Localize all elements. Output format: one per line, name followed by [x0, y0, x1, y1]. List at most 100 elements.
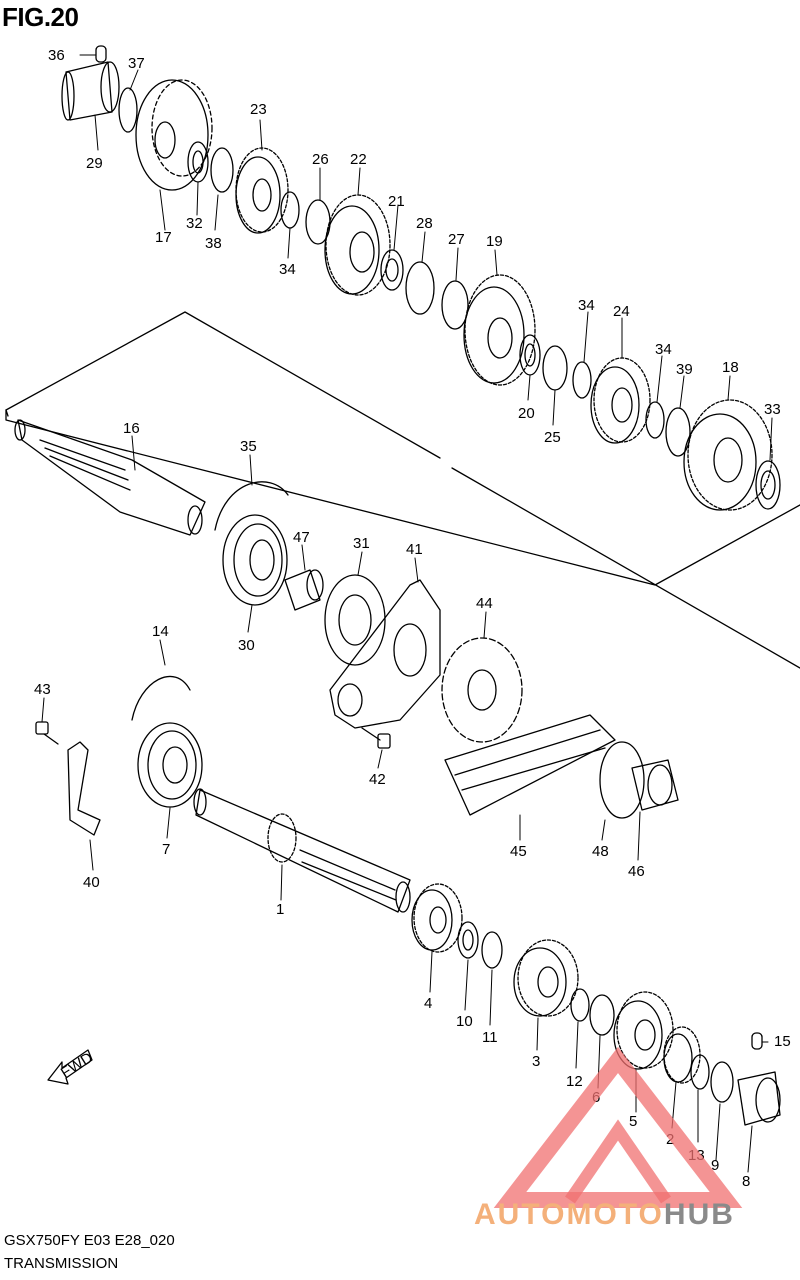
watermark-text-part2: HUB [663, 1198, 735, 1231]
part-34-circlip-b[interactable] [572, 361, 592, 399]
callout-45: 45 [510, 843, 527, 860]
callout-41: 41 [406, 541, 423, 558]
part-3-gear[interactable] [513, 939, 579, 1017]
callout-5: 5 [629, 1113, 637, 1130]
callout-31: 31 [353, 535, 370, 552]
part-47-spacer[interactable] [284, 569, 324, 611]
part-11-circlip[interactable] [481, 931, 503, 969]
part-16-countershaft[interactable] [14, 419, 206, 536]
callout-17: 17 [155, 229, 172, 246]
callout-20: 20 [518, 405, 535, 422]
part-24-gear[interactable] [590, 357, 651, 444]
callout-29: 29 [86, 155, 103, 172]
callout-42: 42 [369, 771, 386, 788]
callout-38: 38 [205, 235, 222, 252]
part-34-circlip-a[interactable] [280, 191, 300, 229]
part-25-washer[interactable] [542, 345, 568, 391]
part-27-washer[interactable] [441, 280, 469, 330]
callout-30: 30 [238, 637, 255, 654]
figure-title: FIG.20 [2, 2, 79, 32]
callout-28: 28 [416, 215, 433, 232]
part-22-gear[interactable] [324, 194, 391, 296]
callout-34-a: 34 [279, 261, 296, 278]
callout-46: 46 [628, 863, 645, 880]
part-30-bearing[interactable] [222, 514, 288, 606]
part-10-bushing[interactable] [457, 921, 479, 959]
part-15-pin[interactable] [751, 1032, 763, 1050]
callout-47: 47 [293, 529, 310, 546]
fwd-arrow-icon: FWD [47, 1049, 96, 1085]
part-42-bolt[interactable] [361, 727, 391, 749]
callout-19: 19 [486, 233, 503, 250]
callout-12: 12 [566, 1073, 583, 1090]
callout-40: 40 [83, 874, 100, 891]
callout-27: 27 [448, 231, 465, 248]
part-35-half-ring[interactable] [214, 481, 289, 531]
part-1-main-shaft[interactable] [193, 788, 411, 913]
part-4-gear[interactable] [411, 883, 463, 953]
callout-24: 24 [613, 303, 630, 320]
callout-33: 33 [764, 401, 781, 418]
callout-10: 10 [456, 1013, 473, 1030]
callout-39: 39 [676, 361, 693, 378]
callout-22: 22 [350, 151, 367, 168]
part-6-washer[interactable] [589, 994, 615, 1036]
part-21-bushing[interactable] [380, 249, 404, 291]
callout-43: 43 [34, 681, 51, 698]
part-44-sprocket[interactable] [441, 637, 523, 743]
callout-7: 7 [162, 841, 170, 858]
part-28-washer[interactable] [405, 261, 435, 315]
part-8-cap[interactable] [737, 1071, 781, 1126]
part-9-washer[interactable] [710, 1061, 734, 1103]
watermark-text-part1: AUTOMOTO [474, 1198, 664, 1231]
countershaft-group-frame [5, 311, 800, 669]
part-13-bushing[interactable] [690, 1054, 710, 1090]
part-38-washer[interactable] [210, 147, 234, 193]
part-46-nut[interactable] [631, 759, 679, 811]
callout-25: 25 [544, 429, 561, 446]
part-48-o-ring[interactable] [599, 741, 645, 819]
callout-1: 1 [276, 901, 284, 918]
part-20-bushing[interactable] [519, 334, 541, 376]
callout-18: 18 [722, 359, 739, 376]
part-33-bushing[interactable] [755, 460, 781, 510]
callout-16: 16 [123, 420, 140, 437]
callout-48: 48 [592, 843, 609, 860]
part-29-sleeve[interactable] [61, 61, 120, 121]
callout-44: 44 [476, 595, 493, 612]
callout-15: 15 [774, 1033, 791, 1050]
callout-3: 3 [532, 1053, 540, 1070]
callout-37: 37 [128, 55, 145, 72]
part-37-circlip[interactable] [118, 87, 138, 133]
callout-23: 23 [250, 101, 267, 118]
callout-32: 32 [186, 215, 203, 232]
part-18-gear[interactable] [683, 399, 773, 511]
part-43-bolt[interactable] [35, 721, 59, 745]
callout-26: 26 [312, 151, 329, 168]
part-7-bearing[interactable] [137, 722, 203, 808]
part-26-washer[interactable] [305, 199, 331, 245]
part-41-plate[interactable] [329, 579, 441, 729]
part-34-circlip-c[interactable] [645, 401, 665, 439]
part-23-gear[interactable] [235, 147, 289, 234]
part-40-bracket[interactable] [67, 741, 101, 836]
callout-36: 36 [48, 47, 65, 64]
watermark-text: AUTOMOTOHUB [474, 1198, 735, 1232]
part-12-circlip[interactable] [570, 988, 590, 1022]
part-39-washer[interactable] [665, 407, 691, 457]
callout-34-b: 34 [578, 297, 595, 314]
part-45-chain[interactable] [444, 714, 616, 816]
callout-9: 9 [711, 1157, 719, 1174]
part-36-pin[interactable] [95, 45, 107, 63]
callout-14: 14 [152, 623, 169, 640]
part-14-half-ring[interactable] [131, 675, 191, 721]
part-17-gear[interactable] [135, 79, 213, 191]
callout-34-c: 34 [655, 341, 672, 358]
part-32-bushing[interactable] [187, 141, 209, 183]
callout-21: 21 [388, 193, 405, 210]
part-31-oil-seal[interactable] [324, 574, 386, 666]
part-19-gear[interactable] [463, 274, 536, 386]
callout-11: 11 [482, 1029, 498, 1046]
footer-model-code: GSX750FY E03 E28_020 [4, 1232, 175, 1249]
callout-4: 4 [424, 995, 432, 1012]
